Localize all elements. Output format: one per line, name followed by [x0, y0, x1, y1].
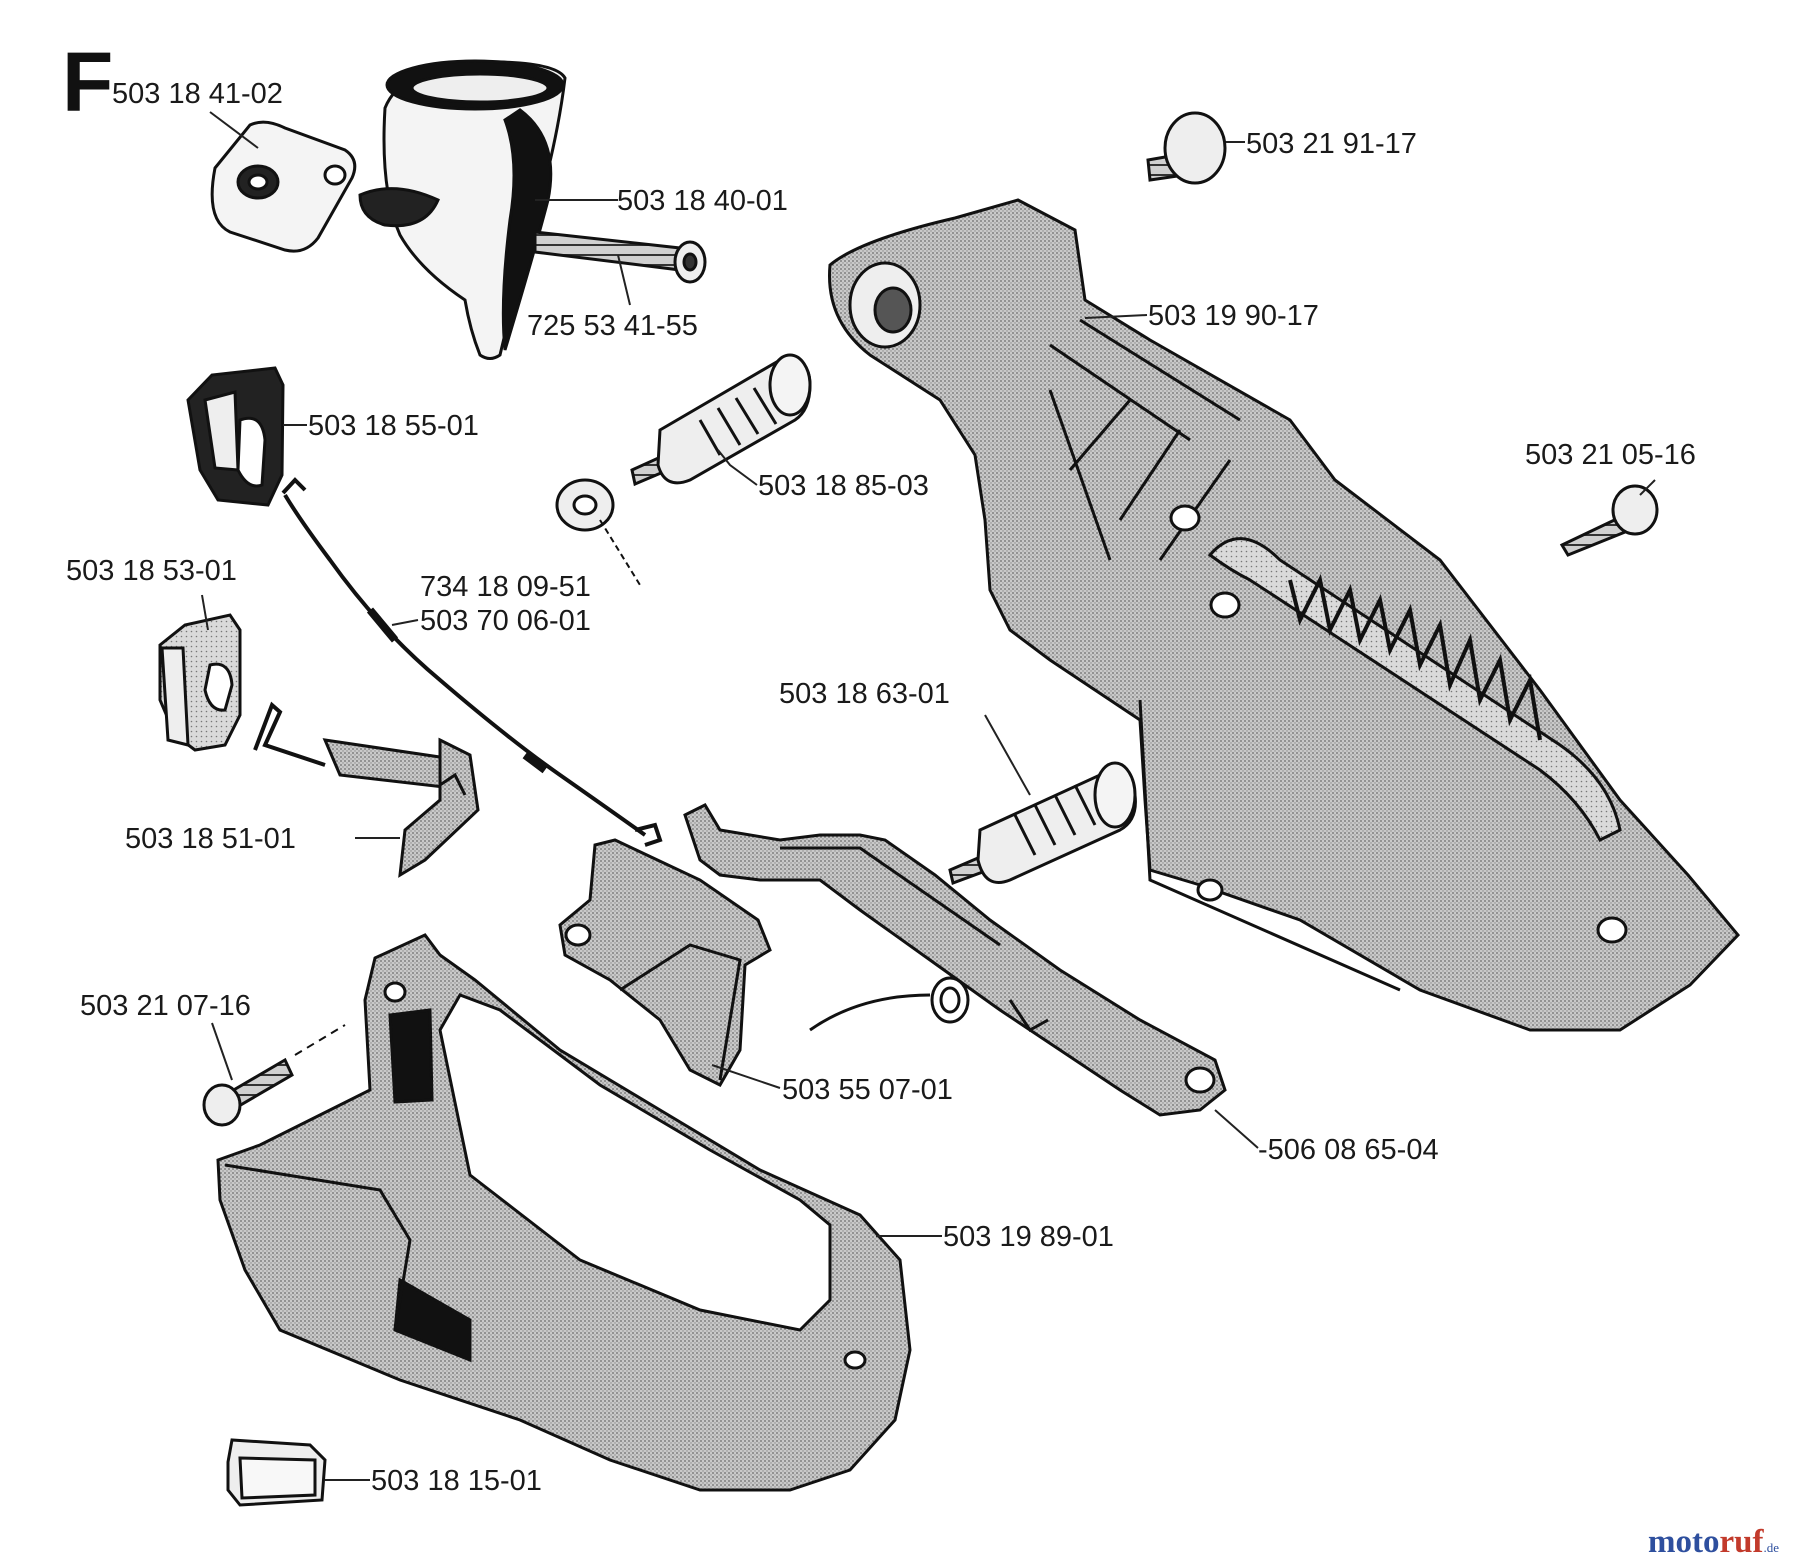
throttle-trigger-shape	[683, 803, 1227, 1117]
mushroom-screw-shape	[1146, 111, 1227, 185]
section-letter: F	[62, 35, 114, 129]
callout-p9: 734 18 09-51	[420, 571, 591, 603]
callout-p6: 503 18 55-01	[308, 410, 479, 442]
callout-p7: 503 18 85-03	[758, 470, 929, 502]
leader-p7	[717, 449, 758, 486]
watermark-logo: motoruf.de	[1648, 1524, 1779, 1558]
switch-button-shape	[226, 1438, 327, 1507]
callout-p1: 503 18 41-02	[112, 78, 283, 110]
throttle-lockout-shape	[558, 838, 772, 1087]
leader-p11	[201, 594, 209, 631]
leader-p16	[1214, 1109, 1259, 1149]
callout-p5: 503 19 90-17	[1148, 300, 1319, 332]
leader-p14	[211, 1022, 233, 1081]
leader-lines	[201, 111, 1656, 1481]
callout-p15: 503 55 07-01	[782, 1074, 953, 1106]
callout-p8: 503 21 05-16	[1525, 439, 1696, 471]
socket-screw-shape	[533, 230, 707, 284]
return-spring-shape	[809, 976, 970, 1032]
leader-p8	[1639, 479, 1656, 496]
fuel-funnel-shape	[358, 59, 567, 360]
cable-clip-shape	[186, 366, 285, 507]
leader-p10	[391, 619, 419, 626]
leader-p15	[711, 1064, 781, 1089]
handle-cover-shape	[216, 933, 912, 1492]
flange-gasket-shape	[210, 120, 357, 253]
choke-rod-shape	[253, 701, 480, 878]
small-clip-shape	[158, 613, 242, 752]
leader-p5	[1084, 314, 1148, 319]
callout-p18: 503 18 15-01	[371, 1465, 542, 1497]
callout-p14: 503 21 07-16	[80, 990, 251, 1022]
callout-p16-number: 506 08 65-04	[1267, 1134, 1439, 1166]
callout-p13: 503 18 51-01	[125, 823, 296, 855]
screw-right-shape	[1559, 484, 1659, 557]
lower-spring-shape	[948, 761, 1137, 886]
leader-p12	[984, 714, 1031, 796]
screw-left-shape	[202, 1024, 346, 1127]
callout-p16: -506 08 65-04	[1258, 1134, 1439, 1166]
callout-p2: 503 18 40-01	[617, 185, 788, 217]
callout-p11: 503 18 53-01	[66, 555, 237, 587]
washer-shape	[555, 478, 641, 586]
throttle-cable-shape	[281, 477, 663, 847]
upper-spring-shape	[630, 353, 812, 487]
leader-p1	[209, 111, 259, 149]
rear-handle-housing-shape	[828, 198, 1741, 1032]
callout-p3: 725 53 41-55	[527, 310, 698, 342]
callout-p4: 503 21 91-17	[1246, 128, 1417, 160]
callout-p10: 503 70 06-01	[420, 605, 591, 637]
callout-p12: 503 18 63-01	[779, 678, 950, 710]
leader-p3	[617, 254, 631, 306]
callout-p17: 503 19 89-01	[943, 1221, 1114, 1253]
